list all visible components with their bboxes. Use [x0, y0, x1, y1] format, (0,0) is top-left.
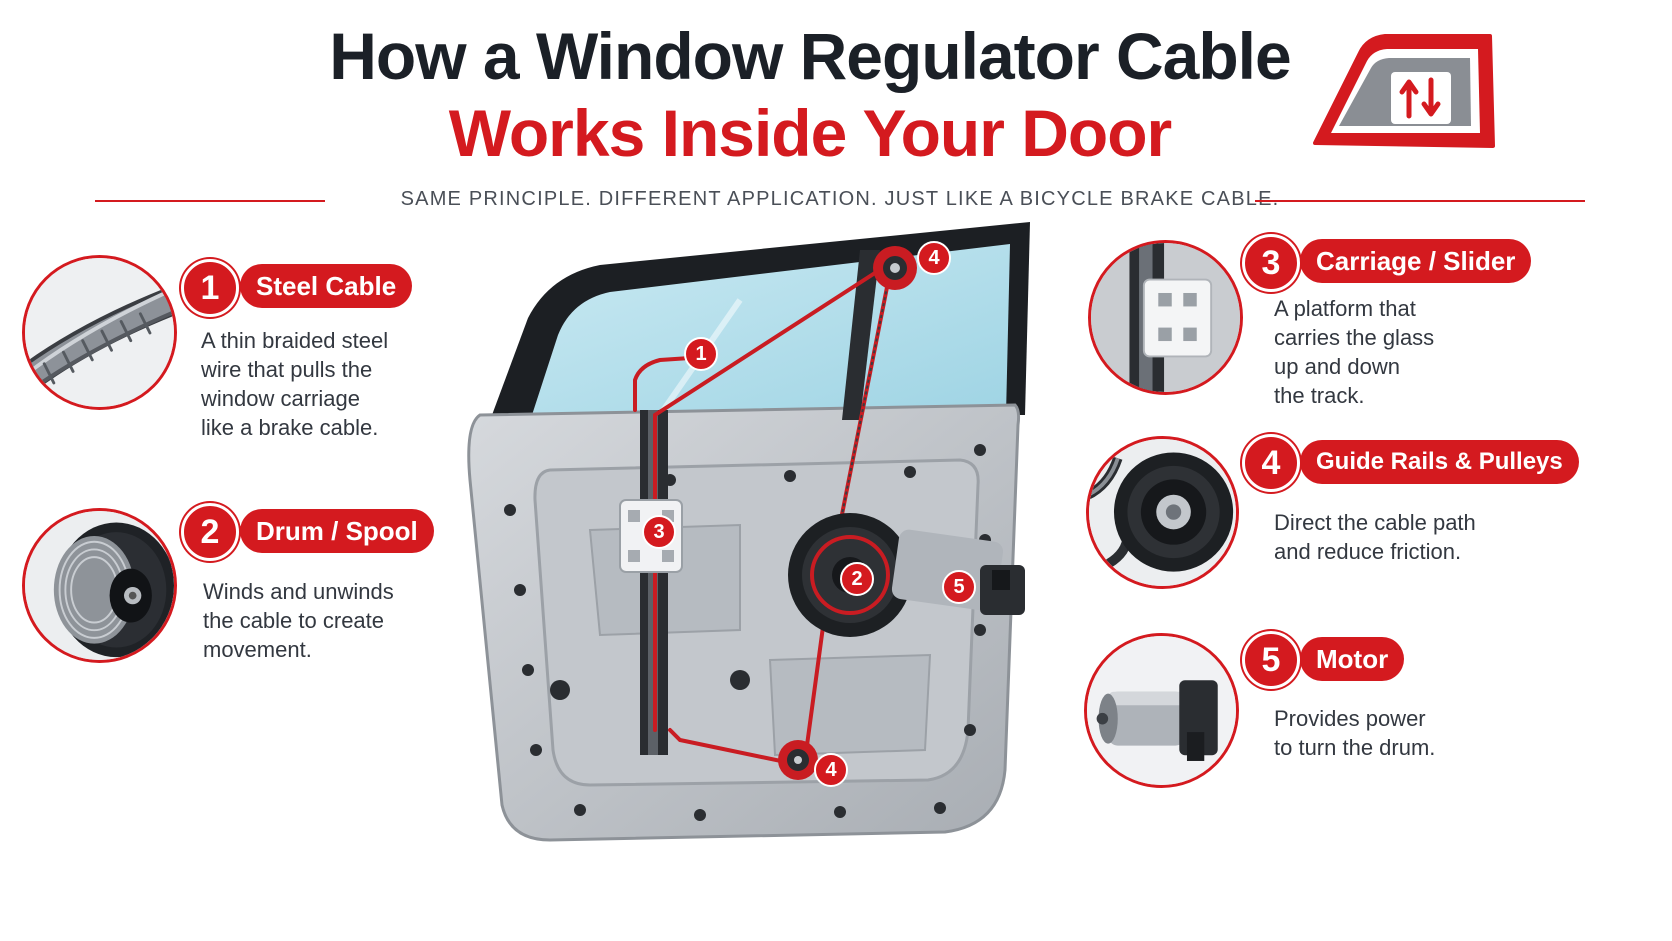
page-title-line-2: Works Inside Your Door — [448, 96, 1172, 170]
component-5-description: Provides power to turn the drum. — [1274, 706, 1436, 760]
component-5-number: 5 — [1242, 631, 1300, 689]
door-diagram: 1 3 4 2 5 4 — [440, 210, 1060, 850]
diagram-badge-pulley-top: 4 — [917, 241, 951, 275]
pulley-icon — [1086, 436, 1239, 589]
component-1-description: A thin braided steel wire that pulls the… — [201, 328, 389, 440]
component-1-label: Steel Cable — [240, 264, 413, 308]
component-4-label: Guide Rails & Pulleys — [1300, 440, 1579, 484]
component-5-label: Motor — [1300, 637, 1405, 681]
component-4-number: 4 — [1242, 434, 1300, 492]
diagram-badge-cable: 1 — [684, 337, 718, 371]
component-2-number: 2 — [181, 503, 239, 561]
component-4-description: Direct the cable path and reduce frictio… — [1274, 510, 1476, 564]
diagram-badge-carriage: 3 — [642, 515, 676, 549]
diagram-badge-motor: 5 — [942, 570, 976, 604]
component-3-number: 3 — [1242, 234, 1300, 292]
component-2-label: Drum / Spool — [240, 509, 434, 553]
drum-spool-icon — [22, 508, 177, 663]
component-3-label: Carriage / Slider — [1300, 239, 1532, 283]
divider-left — [95, 200, 325, 202]
subtitle: SAME PRINCIPLE. DIFFERENT APPLICATION. J… — [400, 188, 1280, 210]
motor-icon — [1084, 633, 1239, 788]
window-up-down-icon — [1305, 28, 1500, 153]
component-1-number: 1 — [181, 259, 239, 317]
component-2-description: Winds and unwinds the cable to create mo… — [203, 579, 394, 662]
divider-right — [1255, 200, 1585, 202]
steel-cable-icon — [22, 255, 177, 410]
component-3-description: A platform that carries the glass up and… — [1274, 296, 1435, 408]
diagram-badge-drum: 2 — [840, 562, 874, 596]
diagram-badge-pulley-bottom: 4 — [814, 753, 848, 787]
carriage-slider-icon — [1088, 240, 1243, 395]
page-title-line-1: How a Window Regulator Cable — [329, 19, 1291, 93]
subtitle-row: SAME PRINCIPLE. DIFFERENT APPLICATION. J… — [95, 188, 1585, 214]
